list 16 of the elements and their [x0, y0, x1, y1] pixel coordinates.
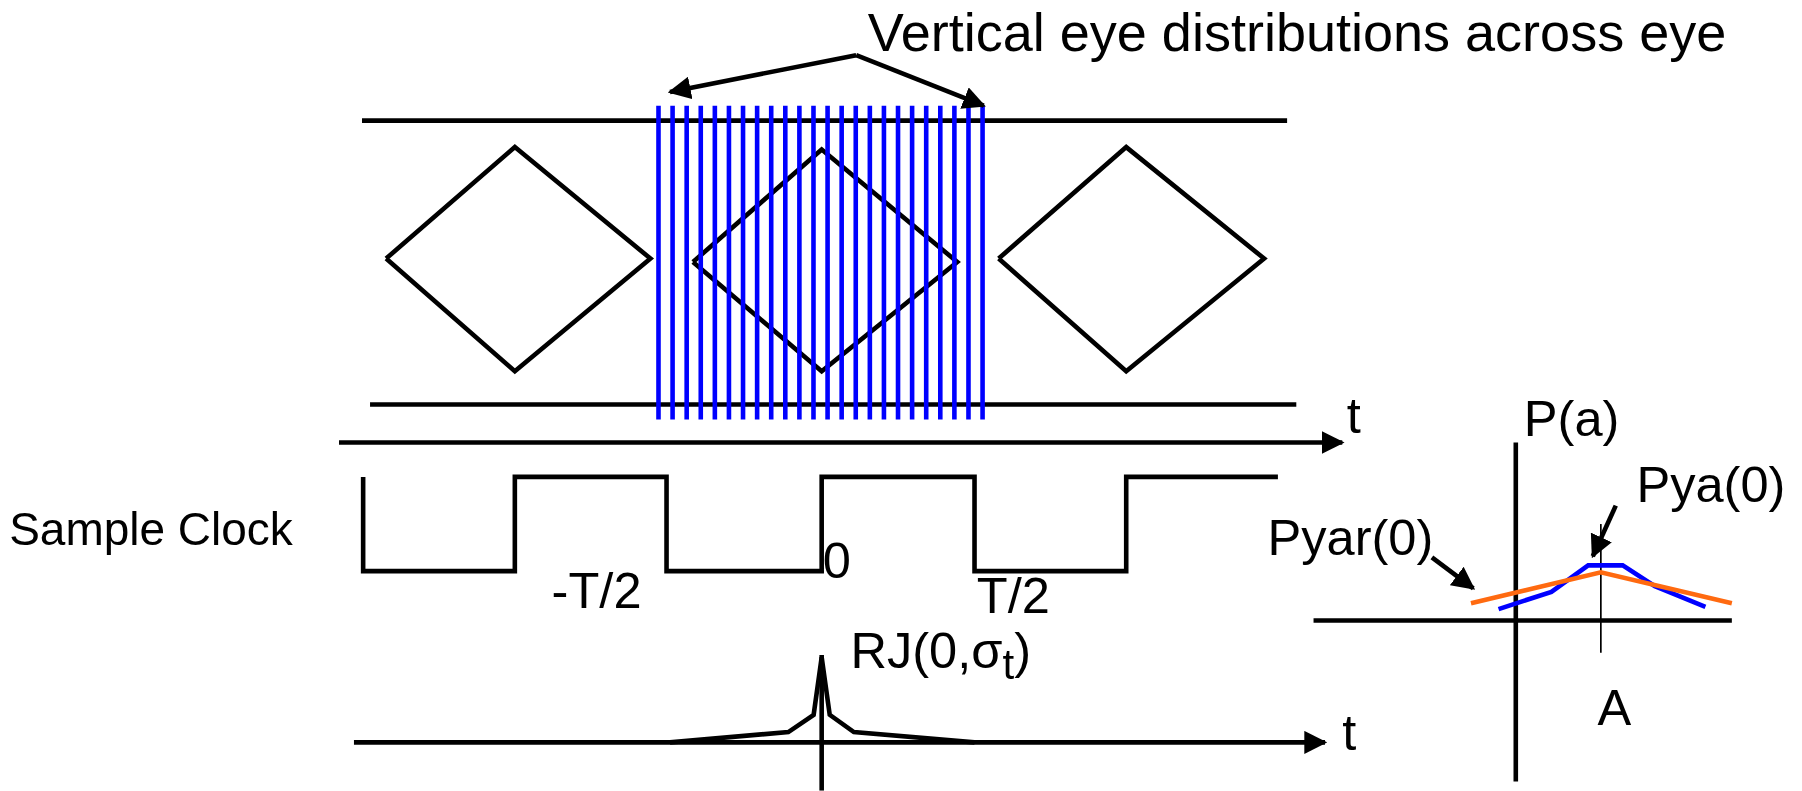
callout-text: Pyar(0)	[1267, 510, 1434, 566]
callout-text: Pya(0)	[1636, 457, 1786, 513]
callout-text: Vertical eye distributions across eye	[867, 2, 1727, 61]
axis-label: P(a)	[1523, 390, 1620, 446]
axis-label: Sample Clock	[9, 503, 293, 554]
tick-label: 0	[822, 533, 851, 589]
tick-label: -T/2	[551, 563, 642, 619]
leader-line	[855, 53, 986, 109]
axis-label: A	[1597, 680, 1632, 736]
axis-label: t	[1342, 705, 1357, 761]
tick-label: T/2	[976, 567, 1050, 623]
axis-label: t	[1346, 388, 1361, 444]
curve-label: RJ(0,σ$_{t}$)	[850, 622, 1031, 691]
leader-line	[667, 52, 857, 100]
leader-line	[1430, 555, 1476, 591]
leader-line	[1590, 504, 1618, 559]
